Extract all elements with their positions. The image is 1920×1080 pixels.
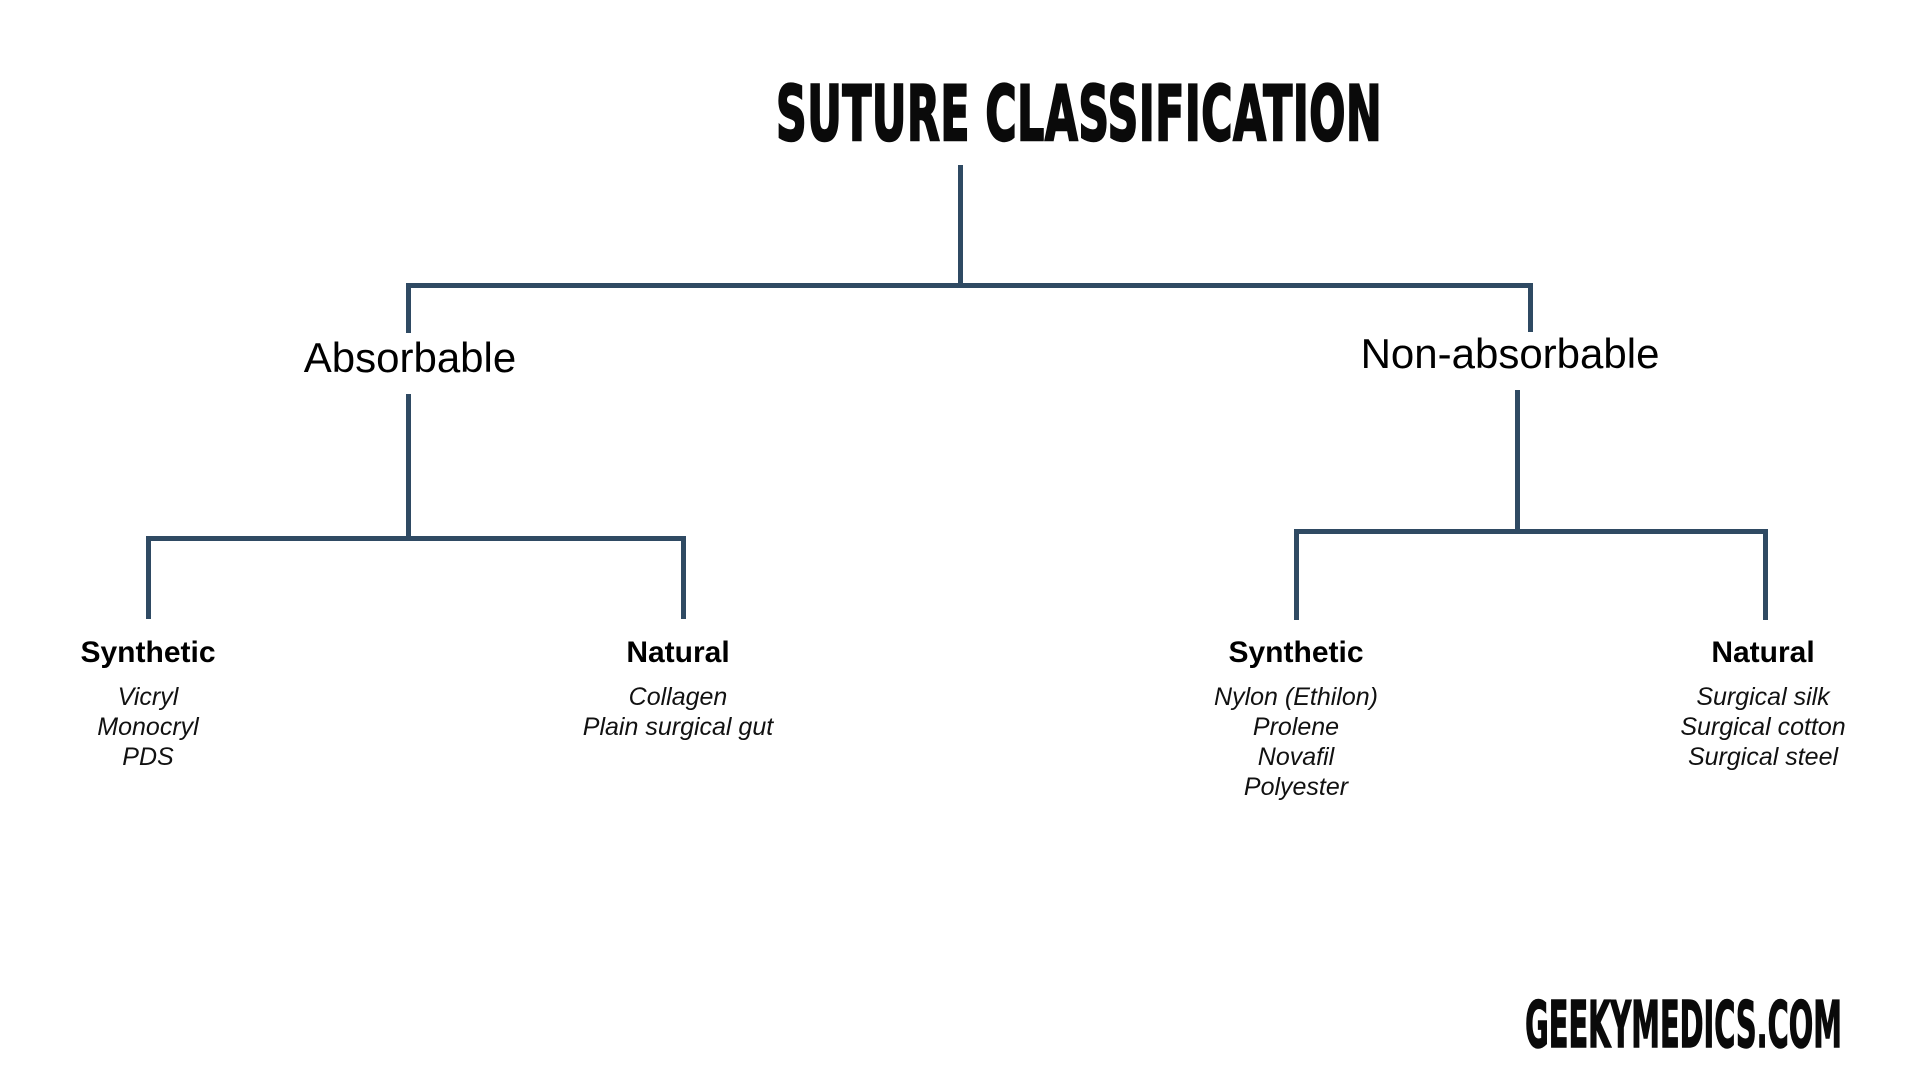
item-list-absorbable-natural: Collagen Plain surgical gut — [528, 682, 828, 742]
connector-top-horizontal — [406, 283, 1533, 288]
item-surgical-cotton: Surgical cotton — [1680, 713, 1846, 741]
item-collagen: Collagen — [628, 683, 728, 711]
item-surgical-steel: Surgical steel — [1687, 743, 1839, 771]
connector-right-bracket-horizontal — [1294, 529, 1768, 534]
connector-root-stem — [958, 165, 963, 286]
branch-label-absorbable: Absorbable — [303, 334, 517, 381]
connector-absorbable-drop — [406, 283, 411, 333]
geekymedics-watermark: GEEKYMEDICS.COM — [1525, 989, 1842, 1063]
branch-label-nonabsorbable: Non-absorbable — [1360, 330, 1660, 377]
item-list-nonabsorbable-synthetic: Nylon (Ethilon) Prolene Novafil Polyeste… — [1146, 682, 1446, 802]
group-label-absorbable-synthetic: Synthetic — [80, 636, 216, 669]
item-list-absorbable-synthetic: Vicryl Monocryl PDS — [0, 682, 298, 772]
group-label-absorbable-natural: Natural — [626, 636, 730, 669]
connector-left-synthetic-drop — [146, 536, 151, 619]
item-pds: PDS — [122, 743, 174, 771]
item-prolene: Prolene — [1252, 713, 1340, 741]
connector-right-synthetic-drop — [1294, 529, 1299, 620]
diagram-title: SUTURE CLASSIFICATION — [775, 69, 1383, 158]
connector-nonabsorbable-stem — [1515, 390, 1520, 533]
item-monocryl: Monocryl — [97, 713, 199, 741]
connector-absorbable-stem — [406, 394, 411, 539]
item-vicryl: Vicryl — [117, 683, 179, 711]
connector-left-natural-drop — [681, 536, 686, 619]
connector-nonabsorbable-drop — [1528, 283, 1533, 332]
item-nylon-ethilon: Nylon (Ethilon) — [1214, 683, 1378, 711]
item-novafil: Novafil — [1257, 743, 1335, 771]
item-plain-surgical-gut: Plain surgical gut — [582, 713, 774, 741]
connector-left-bracket-horizontal — [146, 536, 686, 541]
item-list-nonabsorbable-natural: Surgical silk Surgical cotton Surgical s… — [1613, 682, 1913, 772]
item-polyester: Polyester — [1243, 773, 1349, 801]
connector-right-natural-drop — [1763, 529, 1768, 620]
group-label-nonabsorbable-synthetic: Synthetic — [1228, 636, 1364, 669]
item-surgical-silk: Surgical silk — [1696, 683, 1830, 711]
group-label-nonabsorbable-natural: Natural — [1711, 636, 1815, 669]
